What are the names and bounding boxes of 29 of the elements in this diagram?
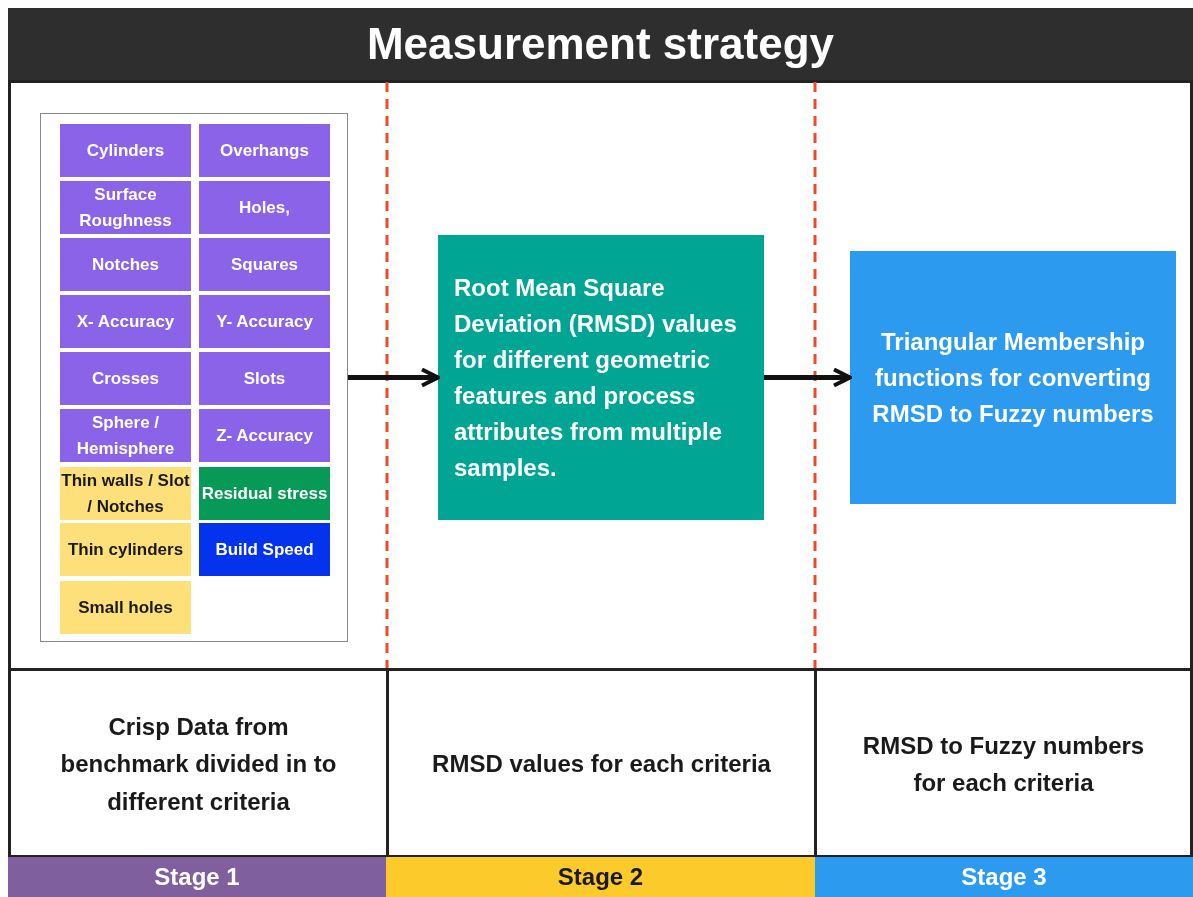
criteria-cell: Surface Roughness (60, 181, 191, 234)
description-text: Crisp Data from benchmark divided in to different criteria (11, 671, 386, 857)
criteria-cell: Sphere / Hemisphere (60, 409, 191, 462)
criteria-cell: Thin walls / Slot / Notches (60, 467, 191, 520)
criteria-cell: Slots (199, 352, 330, 405)
criteria-cell: Build Speed (199, 523, 330, 576)
criteria-cell: Holes, (199, 181, 330, 234)
criteria-cell: Z- Accuracy (199, 409, 330, 462)
arrow (348, 367, 440, 388)
criteria-cell: Residual stress (199, 467, 330, 520)
criteria-cell: Y- Accuracy (199, 295, 330, 348)
stage-bar: Stage 2 (386, 857, 815, 897)
criteria-cell: Overhangs (199, 124, 330, 177)
stage-bar: Stage 3 (815, 857, 1193, 897)
criteria-cell: Cylinders (60, 124, 191, 177)
stage-bar: Stage 1 (8, 857, 386, 897)
description-text: RMSD to Fuzzy numbers for each criteria (817, 671, 1190, 857)
criteria-panel (40, 113, 348, 642)
criteria-cell: Crosses (60, 352, 191, 405)
criteria-cell: X- Accuracy (60, 295, 191, 348)
title-bar: Measurement strategy (8, 8, 1193, 80)
criteria-cell: Thin cylinders (60, 523, 191, 576)
arrow (764, 367, 852, 388)
criteria-cell: Notches (60, 238, 191, 291)
process-box: Triangular Membership functions for converting RMSD to Fuzzy numbers (850, 251, 1176, 504)
criteria-cell: Small holes (60, 581, 191, 634)
criteria-cell: Squares (199, 238, 330, 291)
description-text: RMSD values for each criteria (389, 671, 814, 857)
process-box: Root Mean Square Deviation (RMSD) values for different geometric features and process attributes from multiple samples. (438, 235, 764, 520)
